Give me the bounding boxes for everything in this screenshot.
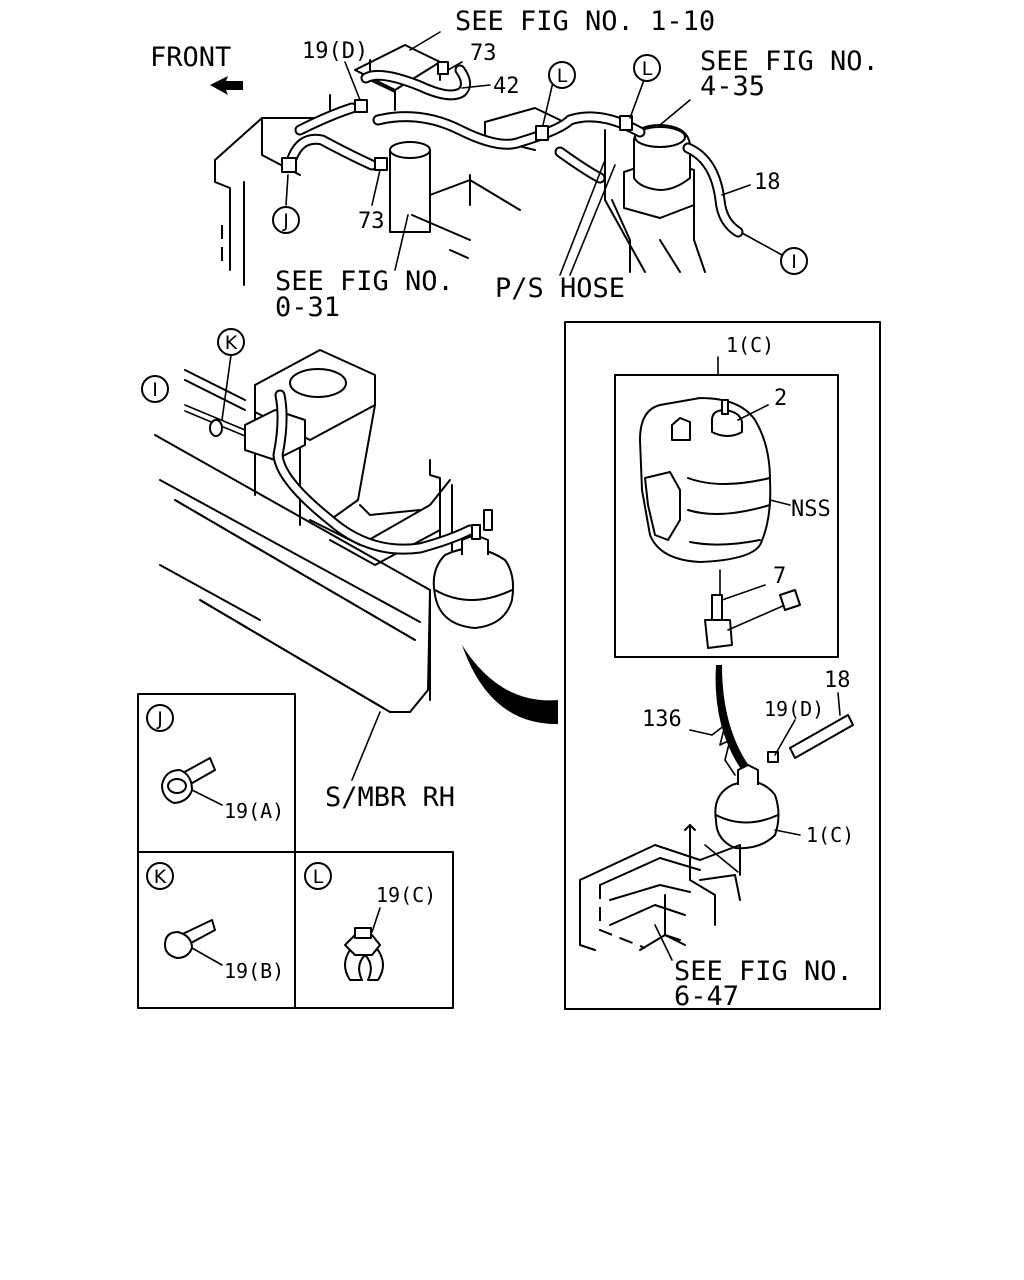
label-136: 136 (642, 707, 682, 732)
label-42: 42 (493, 74, 520, 99)
label-19c: 19(C) (376, 883, 436, 907)
callout-l-top-2: L (633, 54, 661, 82)
label-7: 7 (773, 564, 786, 589)
label-1c-right: 1(C) (806, 823, 854, 847)
callout-j-inset: J (146, 704, 174, 732)
detail-box (564, 321, 881, 1010)
svg-text:L: L (642, 58, 653, 80)
label-nss: NSS (791, 497, 831, 522)
label-see-fig-0-31-a: SEE FIG NO. (275, 266, 454, 297)
callout-k-inset: K (146, 862, 174, 890)
inset-j (137, 693, 296, 853)
label-73-bottom: 73 (358, 209, 385, 234)
label-19a: 19(A) (224, 799, 284, 823)
label-18-top: 18 (754, 170, 781, 195)
label-19d-right: 19(D) (764, 697, 824, 721)
label-front: FRONT (150, 42, 231, 73)
svg-text:I: I (791, 251, 797, 273)
label-19d-top: 19(D) (302, 39, 368, 64)
label-see-fig-4-35-a: SEE FIG NO. (700, 46, 879, 77)
svg-text:L: L (557, 65, 568, 87)
inset-k (137, 851, 296, 1009)
callout-l-inset: L (304, 862, 332, 890)
label-see-fig-6-47-b: 6-47 (674, 981, 739, 1012)
label-2: 2 (774, 386, 787, 411)
svg-text:K: K (154, 866, 167, 888)
svg-text:K: K (225, 332, 238, 354)
label-see-fig-4-35-b: 4-35 (700, 71, 765, 102)
front-arrow-icon (210, 76, 243, 95)
label-see-fig-0-31-b: 0-31 (275, 292, 340, 323)
callout-i-mid: I (141, 375, 169, 403)
label-73-top: 73 (470, 41, 497, 66)
label-1c-top: 1(C) (726, 333, 774, 357)
callout-i-top: I (780, 247, 808, 275)
inset-l (294, 851, 454, 1009)
callout-l-top-1: L (548, 61, 576, 89)
side-member-assembly (154, 349, 558, 781)
svg-text:I: I (152, 379, 158, 401)
label-see-fig-1-10: SEE FIG NO. 1-10 (455, 6, 715, 37)
label-19b: 19(B) (224, 959, 284, 983)
label-smbr-rh: S/MBR RH (325, 782, 455, 813)
top-assembly (210, 31, 783, 286)
svg-text:J: J (156, 708, 163, 730)
label-see-fig-6-47-a: SEE FIG NO. (674, 956, 853, 987)
label-18-right: 18 (824, 668, 851, 693)
svg-text:J: J (282, 210, 289, 232)
svg-text:L: L (313, 866, 324, 888)
label-ps-hose: P/S HOSE (495, 273, 625, 304)
callout-j-top: J (272, 206, 300, 234)
callout-k-mid: K (217, 328, 245, 356)
